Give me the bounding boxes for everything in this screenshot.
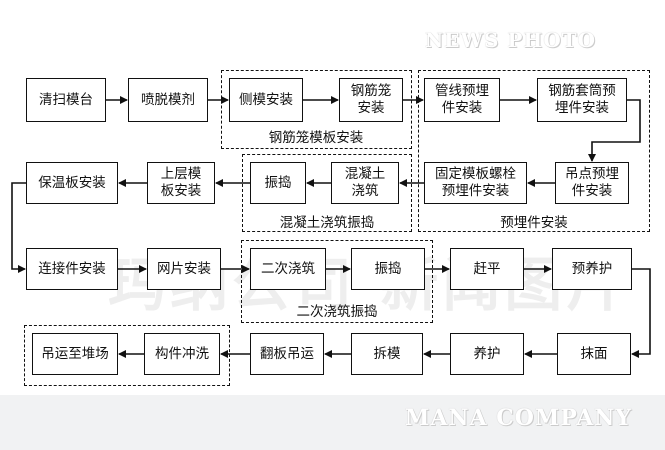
node-pre-curing: 预养护 [552,248,632,290]
node-vibrating-1: 振捣 [250,162,306,204]
node-side-form-install: 侧模安装 [229,78,303,122]
node-connector-install: 连接件安装 [26,248,118,290]
group-label-concrete-pouring-vibrating: 混凝土浇筑振捣 [279,215,375,231]
node-lifting-point-embed-install: 吊点预埋 件安装 [555,162,629,204]
node-clean-mold-table: 清扫模台 [26,78,106,122]
node-component-washing: 构件冲洗 [144,333,220,375]
group-concrete-pouring-vibrating [242,154,412,232]
node-mesh-install: 网片安装 [147,248,221,290]
group-secondary-pouring-vibrating [241,240,433,323]
node-rebar-cage-install: 钢筋笼 安装 [339,78,403,122]
node-troweling: 抹面 [557,333,631,375]
node-upper-form-install: 上层模 板安装 [147,162,215,204]
node-concrete-pouring: 混凝土 浇筑 [331,162,399,204]
group-label-embed-install: 预埋件安装 [500,215,568,231]
node-fixed-formwork-bolt-embed-install: 固定模板螺栓 预埋件安装 [424,162,527,204]
node-lift-to-storage-yard: 吊运至堆场 [32,333,118,375]
watermark-news-photo: NEWS PHOTO [425,28,597,52]
arrow-insulation-to-connector [11,182,26,273]
group-lift-to-storage [24,325,230,386]
node-rebar-sleeve-embed-install: 钢筋套筒预 埋件安装 [537,78,627,122]
group-label-rebar-cage-formwork: 钢筋笼模板安装 [268,130,364,146]
node-insulation-board-install: 保温板安装 [26,162,118,204]
node-flip-lifting: 翻板吊运 [250,333,324,375]
node-secondary-pouring: 二次浇筑 [250,248,326,290]
node-spray-release-agent: 喷脱模剂 [128,78,208,122]
bottom-gray-band [0,395,665,450]
arrow-precuring-to-troweling [631,268,651,358]
arrow-sleeve-to-liftingpoint [588,99,641,162]
node-vibrating-2: 振捣 [351,248,425,290]
group-rebar-cage-formwork [221,70,412,149]
node-pipeline-embed-install: 管线预埋 件安装 [424,78,500,122]
watermark-mana-company: MANA COMPANY [405,405,633,431]
node-curing: 养护 [450,333,524,375]
node-demolding: 拆模 [351,333,423,375]
node-leveling: 赶平 [450,248,524,290]
group-label-secondary-pouring-vibrating: 二次浇筑振捣 [296,304,378,320]
group-embed-install [418,70,650,232]
